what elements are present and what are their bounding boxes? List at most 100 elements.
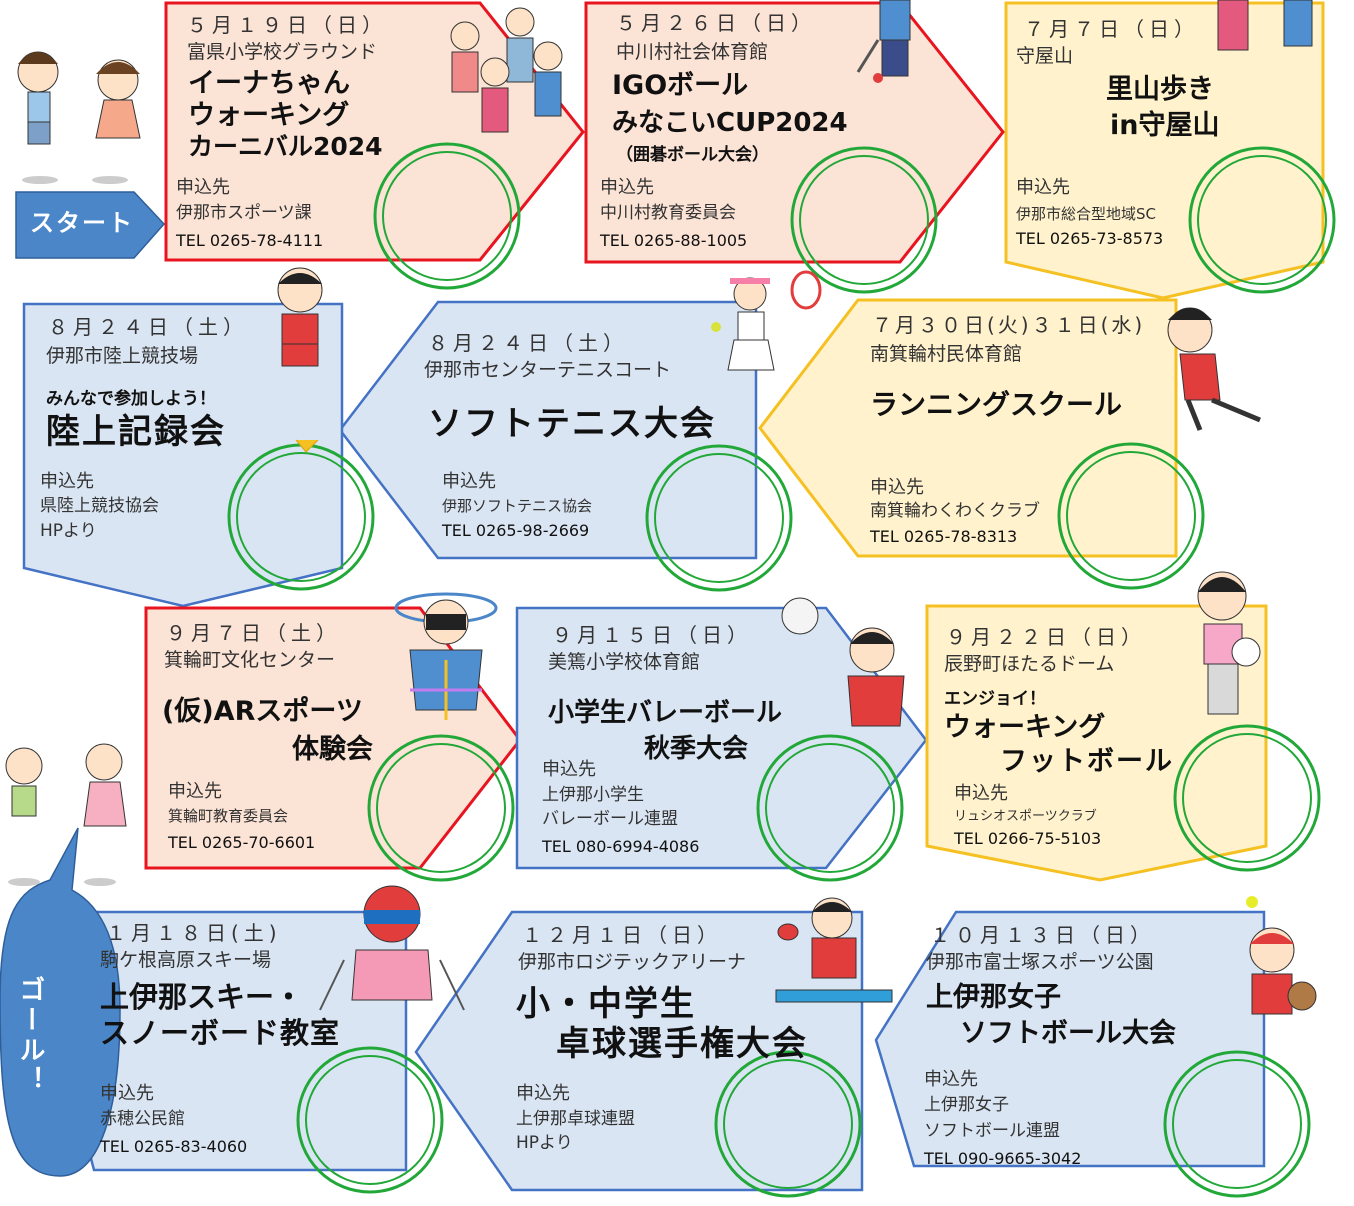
card-11-shape bbox=[414, 910, 864, 1192]
apply-label: 申込先 bbox=[954, 783, 1008, 804]
event-organizer: 赤穂公民館 bbox=[100, 1109, 185, 1129]
runner-boy-illustration bbox=[1167, 307, 1261, 431]
event-organizer: 伊那市スポーツ課 bbox=[176, 203, 312, 223]
apply-label: 申込先 bbox=[168, 781, 222, 802]
tennis-girl-illustration bbox=[711, 270, 822, 371]
event-subtitle: （囲碁ボール大会） bbox=[616, 145, 769, 165]
card-8-shape bbox=[515, 606, 928, 870]
event-title-line: みなこいCUP2024 bbox=[612, 108, 848, 138]
event-venue: 駒ケ根高原スキー場 bbox=[100, 949, 272, 971]
event-organizer: 箕輪町教育委員会 bbox=[168, 807, 289, 825]
event-organizer: 上伊那小学生 bbox=[542, 785, 644, 805]
event-phone: TEL 0265-98-2669 bbox=[442, 521, 590, 540]
event-date: ７月７日（日） bbox=[1024, 17, 1199, 41]
event-date: ７月３０日(火)３１日(水) bbox=[872, 313, 1146, 337]
apply-label: 申込先 bbox=[40, 471, 94, 492]
event-organizer-extra: HPより bbox=[516, 1133, 573, 1153]
apply-label: 申込先 bbox=[100, 1083, 154, 1104]
event-venue: 守屋山 bbox=[1016, 45, 1074, 67]
start-arrow bbox=[15, 191, 166, 259]
apply-label: 申込先 bbox=[1016, 177, 1070, 198]
goal-bubble bbox=[0, 827, 121, 1177]
event-date: ５月２６日（日） bbox=[616, 11, 816, 35]
event-organizer: 中川村教育委員会 bbox=[600, 203, 736, 223]
kids-goal-illustration bbox=[5, 743, 127, 886]
event-organizer-extra: HPより bbox=[40, 521, 97, 541]
event-date: １０月１３日（日） bbox=[930, 923, 1155, 947]
start-label: スタート bbox=[16, 192, 164, 258]
walkers-illustration bbox=[450, 7, 563, 133]
vr-kid-illustration bbox=[394, 592, 498, 720]
event-title-line: ソフトボール大会 bbox=[960, 1018, 1176, 1049]
apply-label: 申込先 bbox=[516, 1083, 570, 1104]
event-organizer: 県陸上競技協会 bbox=[40, 496, 159, 516]
event-venue: 辰野町ほたるドーム bbox=[944, 653, 1115, 675]
event-title-line: 秋季大会 bbox=[644, 734, 749, 764]
event-organizer: 伊那市総合型地域SC bbox=[1016, 205, 1156, 223]
event-organizer: リュシオスポーツクラブ bbox=[954, 809, 1097, 824]
event-title-line: 陸上記録会 bbox=[46, 412, 226, 452]
event-organizer: 伊那ソフトテニス協会 bbox=[442, 497, 593, 515]
track-girl-illustration bbox=[277, 267, 323, 453]
card-1-shape bbox=[164, 1, 585, 262]
event-title-line: ウォーキング bbox=[944, 712, 1106, 743]
event-title-line: スノーボード教室 bbox=[100, 1016, 341, 1050]
ski-kid-illustration bbox=[319, 885, 465, 1011]
event-title-line: ランニングスクール bbox=[870, 388, 1123, 421]
event-phone: TEL 0265-78-8313 bbox=[870, 527, 1018, 546]
event-phone: TEL 0266-75-5103 bbox=[954, 829, 1102, 848]
event-venue: 美篶小学校体育館 bbox=[548, 651, 701, 673]
stamp-circle-7 bbox=[367, 734, 515, 882]
start-text: スタート bbox=[30, 209, 134, 237]
event-date: ８月２４日（土） bbox=[48, 315, 248, 339]
gateball-illustration bbox=[856, 0, 911, 83]
stamp-circle-10 bbox=[1163, 1050, 1311, 1198]
event-venue: 富県小学校グラウンド bbox=[187, 41, 378, 63]
event-title-line: 小・中学生 bbox=[516, 984, 696, 1024]
hikers-illustration bbox=[1217, 0, 1313, 51]
event-organizer: 上伊那女子 bbox=[924, 1095, 1009, 1115]
event-phone: TEL 090-9665-3042 bbox=[924, 1149, 1082, 1168]
event-organizer: 南箕輪わくわくクラブ bbox=[870, 501, 1040, 521]
event-venue: 箕輪町文化センター bbox=[164, 649, 336, 671]
goal-text: ゴール！ bbox=[14, 976, 45, 1096]
apply-label: 申込先 bbox=[542, 759, 596, 780]
event-phone: TEL 0265-83-4060 bbox=[100, 1137, 248, 1156]
event-phone: TEL 0265-73-8573 bbox=[1016, 229, 1164, 248]
goal-label: ゴール！ bbox=[0, 828, 120, 1178]
event-title-line: カーニバル2024 bbox=[188, 132, 383, 161]
stamp-circle-12 bbox=[296, 1046, 444, 1194]
pingpong-illustration bbox=[775, 897, 893, 1003]
event-date: ９月１５日（日） bbox=[552, 623, 752, 647]
event-title-line: ウォーキング bbox=[188, 100, 350, 131]
event-title-line: IGOボール bbox=[612, 70, 749, 101]
stamp-circle-2 bbox=[790, 146, 938, 294]
stamp-circle-5 bbox=[645, 444, 793, 592]
event-phone: TEL 0265-88-1005 bbox=[600, 231, 748, 250]
event-title-line: (仮)ARスポーツ bbox=[162, 696, 363, 727]
event-title-line: フットボール bbox=[1000, 746, 1174, 777]
stamp-circle-11 bbox=[714, 1050, 862, 1198]
event-title-line: 里山歩き bbox=[1106, 74, 1214, 105]
soccer-girl-illustration bbox=[1197, 571, 1261, 715]
event-date: ５月１９日（日） bbox=[187, 13, 387, 37]
event-title-line: イーナちゃん bbox=[188, 68, 350, 99]
event-venue: 中川村社会体育館 bbox=[616, 41, 769, 63]
event-date: ９月７日（土） bbox=[166, 621, 341, 645]
event-date: ９月２２日（日） bbox=[946, 625, 1146, 649]
stamp-circle-8 bbox=[756, 734, 904, 882]
event-venue: 伊那市センターテニスコート bbox=[424, 359, 672, 381]
event-title-line: 小学生バレーボール bbox=[548, 698, 783, 728]
event-date: ８月２４日（土） bbox=[428, 331, 628, 355]
event-title-line: 上伊那スキー・ bbox=[100, 980, 304, 1014]
event-venue: 南箕輪村民体育館 bbox=[870, 343, 1023, 365]
event-title-line: ソフトテニス大会 bbox=[428, 404, 716, 444]
event-organizer-extra: ソフトボール連盟 bbox=[924, 1121, 1060, 1141]
softball-girl-illustration bbox=[1246, 896, 1317, 1015]
event-title-line: in守屋山 bbox=[1110, 110, 1220, 141]
event-subtitle: みんなで参加しよう！ bbox=[46, 389, 216, 409]
event-phone: TEL 0265-70-6601 bbox=[168, 833, 316, 852]
apply-label: 申込先 bbox=[176, 177, 230, 198]
stamp-circle-4 bbox=[1057, 442, 1205, 590]
